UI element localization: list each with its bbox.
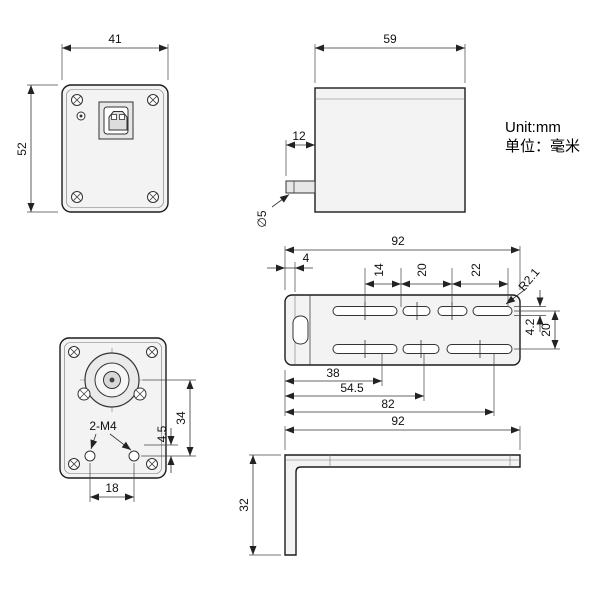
dim-label-32: 32 (237, 498, 251, 512)
bracket-top-view: 92 4 14 20 22 R2.1 (267, 234, 560, 416)
dim-bracket-length-side: 92 (284, 414, 521, 450)
dim-label-r21: R2.1 (515, 265, 542, 294)
corner-screw (68, 458, 80, 470)
dim-slot-width: 4.2 (514, 290, 546, 335)
camera-front-inner-edge (66, 89, 164, 208)
corner-screw (146, 346, 158, 358)
camera-side-body (314, 87, 466, 213)
dim-label-4: 4 (303, 251, 310, 265)
unit-note: Unit:mm 单位：毫米 (505, 119, 580, 155)
mount-screw (77, 387, 91, 401)
dim-bracket-bottom: 38 54.5 82 (284, 353, 495, 416)
dim-bracket-length-top: 92 (284, 234, 521, 290)
dim-hole-edge-offset: 4.5 (144, 425, 178, 473)
dim-label-22: 22 (469, 263, 483, 277)
dim-label-41: 41 (108, 32, 122, 46)
dim-label-92-top: 92 (391, 234, 405, 248)
thread-callout: 2-M4 (89, 419, 132, 451)
dim-label-59: 59 (383, 32, 397, 46)
usb-port (98, 101, 134, 140)
dim-label-34: 34 (174, 411, 188, 425)
dim-label-45: 4.5 (155, 425, 169, 442)
shaft (285, 180, 316, 194)
dim-shaft-diameter: ∅5 (255, 194, 290, 228)
corner-screw (71, 191, 83, 203)
camera-front-body (61, 84, 169, 213)
dim-label-92-side: 92 (391, 414, 405, 428)
flange-cutout (292, 315, 309, 345)
dim-label-12: 12 (292, 129, 306, 143)
dim-bracket-height: 32 (237, 454, 281, 556)
mount-screw (133, 387, 147, 401)
lens-mount (80, 348, 144, 412)
dim-label-20a: 20 (415, 263, 429, 277)
dim-flange-thickness: 4 (267, 251, 313, 292)
led-indicator (76, 111, 86, 121)
back-view: 2-M4 34 4.5 18 (59, 337, 196, 502)
m4-hole (128, 450, 140, 462)
dim-label-38: 38 (326, 366, 340, 380)
dim-label-42: 4.2 (523, 318, 537, 335)
dim-label-14: 14 (372, 263, 386, 277)
dim-front-height: 52 (15, 84, 58, 213)
dim-label-18: 18 (105, 481, 119, 495)
unit-label-en: Unit:mm (505, 119, 561, 136)
dim-front-width: 41 (61, 32, 169, 80)
slot-row-upper (332, 302, 513, 320)
corner-screw (71, 94, 83, 106)
dim-label-52: 52 (15, 142, 29, 156)
bracket-side-view: 92 32 (237, 414, 521, 556)
dim-shaft-length: 12 (285, 129, 315, 176)
front-view: 41 52 (15, 32, 169, 213)
dim-label-545: 54.5 (340, 381, 364, 395)
dim-side-depth: 59 (314, 32, 466, 83)
side-view: 59 12 ∅5 (255, 32, 466, 228)
bracket-plate (284, 294, 521, 366)
dim-label-dia5: ∅5 (255, 210, 269, 227)
corner-screw (68, 346, 80, 358)
dim-label-2m4: 2-M4 (89, 419, 117, 433)
corner-screw (146, 458, 158, 470)
slot-row-lower (332, 340, 513, 358)
bracket-l-profile (284, 454, 521, 556)
m4-hole (84, 450, 96, 462)
dim-row-spacing: 20 (514, 310, 560, 350)
corner-screw (147, 191, 159, 203)
corner-screw (147, 94, 159, 106)
dim-slot-spacings: 14 20 22 (364, 263, 509, 307)
unit-label-zh: 单位：毫米 (505, 137, 580, 155)
dim-hole-spacing: 18 (89, 463, 135, 502)
dim-label-20b: 20 (539, 323, 553, 337)
dim-label-82: 82 (381, 397, 395, 411)
